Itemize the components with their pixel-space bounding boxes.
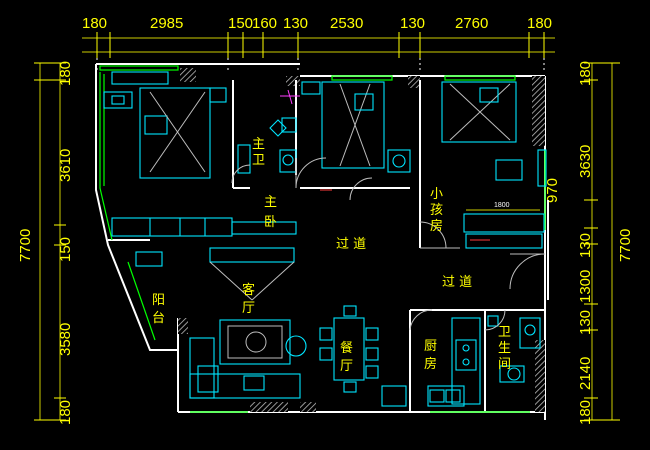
master-bed [139,87,211,179]
dim-top-3: 150 [228,15,253,32]
wall-hatch-5 [535,340,545,412]
dim-bed-width: 1800 [494,202,510,209]
label-dining-2: 厅 [340,359,353,374]
coffee-table [219,319,291,365]
sofa [189,337,215,399]
dim-top-5: 130 [283,15,308,32]
dimension-right: 7700 180 3630 970 130 1300 130 2140 180 [544,61,634,425]
dim-top-9: 180 [527,15,552,32]
walls [95,63,549,420]
wall-hatch-3 [408,76,420,88]
dim-left-3: 150 [57,237,74,262]
label-corridor-upper: 过 道 [336,237,366,252]
label-master-bed-1: 主 [264,195,277,210]
label-bathroom-3: 间 [498,357,511,372]
dim-right-4: 130 [577,233,594,258]
dim-top-6: 2530 [330,15,363,32]
dim-right-8: 180 [577,400,594,425]
dimension-left: 7700 180 3610 150 3580 180 [17,61,74,425]
wall-hatch-4 [532,76,545,146]
dim-left-1: 180 [57,61,74,86]
label-corridor-right: 过 道 [442,275,472,290]
label-dining-1: 餐 [340,340,353,356]
dim-top-4: 160 [252,15,277,32]
dim-right-3: 970 [544,178,561,203]
label-bathroom-2: 生 [498,341,511,356]
wall-hatch-8 [178,318,188,334]
kids-bed [441,81,517,143]
wall-hatch-7 [300,402,316,412]
dim-right-1: 180 [577,61,594,86]
label-living-1: 客 [242,282,255,298]
dim-right-5: 1300 [577,270,594,303]
label-master-bath-1: 主 [252,137,265,152]
wall-hatch-6 [250,402,288,412]
dim-right-total: 7700 [617,229,634,262]
windows [99,65,546,413]
dim-top-7: 130 [400,15,425,32]
dim-right-7: 2140 [577,357,594,390]
dim-right-2: 3630 [577,145,594,178]
label-master-bath-2: 卫 [252,153,265,168]
label-balcony-2: 台 [152,311,165,326]
label-master-bed-2: 卧 [264,215,277,230]
wall-hatch-1 [180,68,196,82]
dim-left-5: 180 [57,400,74,425]
dim-left-4: 3580 [57,323,74,356]
label-kitchen-2: 房 [424,356,437,372]
dim-left-2: 3610 [57,149,74,182]
doors [231,89,546,331]
wall-hatch-2 [286,76,300,86]
label-bathroom-1: 卫 [498,325,511,340]
dim-left-total: 7700 [17,229,34,262]
dim-top-2: 2985 [150,15,183,32]
dim-right-6: 130 [577,310,594,335]
dining-table [333,317,365,381]
dim-top-1: 180 [82,15,107,32]
label-kitchen-1: 厨 [424,339,437,354]
furniture [103,71,547,407]
middle-bed [321,81,385,169]
label-kids-1: 小 [430,187,443,202]
room-labels: 主 卫 主 卧 小 孩 房 过 道 过 道 客 厅 阳 台 餐 厅 厨 房 卫 … [152,137,511,374]
bath-basin [269,119,287,137]
label-balcony-1: 阳 [152,293,165,308]
dim-top-8: 2760 [455,15,488,32]
label-kids-3: 房 [430,218,443,234]
dimension-top: 180 2985 150 160 130 2530 130 2760 180 [82,15,552,32]
label-kids-2: 孩 [430,203,443,218]
dimension-lines [34,32,620,421]
label-living-2: 厅 [242,301,255,316]
